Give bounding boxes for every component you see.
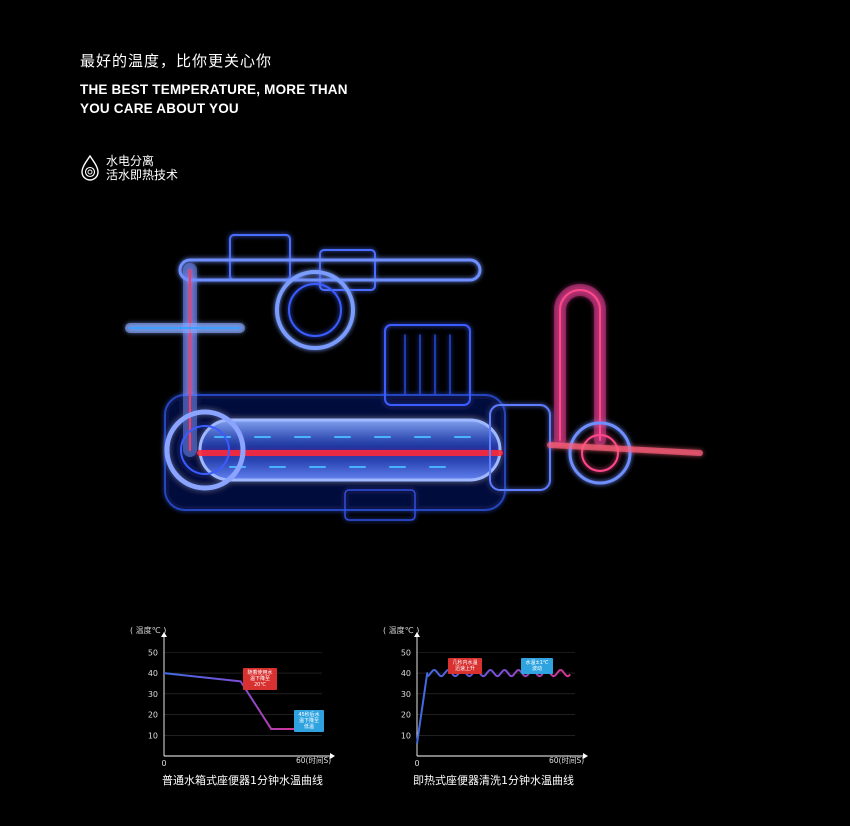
chart-instant-lines: [416, 669, 571, 744]
chart-tank-note-blue: 45秒后水温下降至低温: [294, 710, 324, 732]
chart-instant-y-arrow: [414, 632, 420, 637]
chart-instant-xtick-0: 0: [414, 759, 419, 768]
chart-instant-note-blue: 水温±1℃波动: [521, 658, 553, 674]
chart-instant-ylabel: ( 温度℃ ): [383, 626, 420, 635]
chart-tank-toilet: 50 40 30 20 10 0 ( 温度℃ ) 60(时间S) 随着使用水温下降至20℃…: [130, 625, 350, 795]
chart-instant-axes: [414, 632, 588, 759]
chart-tank-axes: [161, 632, 335, 759]
feature-water-electric-separation: 水电分离 活水即热技术: [80, 154, 178, 182]
chart-tank-svg: 50 40 30 20 10 0: [148, 632, 335, 768]
feature-line1: 水电分离: [106, 154, 155, 168]
headline-english-line1: THE BEST TEMPERATURE, MORE THAN: [80, 82, 348, 97]
chart-tank-ytick-1: 40: [148, 669, 158, 678]
chart-tank-ylabel: ( 温度℃ ): [130, 626, 167, 635]
chart-instant-toilet: 50 40 30 20 10 0 ( 温度℃ ) 60(时间S) 几秒内水温迅速上升 水温…: [383, 625, 603, 795]
chart-instant-svg: 50 40 30 20 10 0: [401, 632, 588, 768]
chart-instant-note-red: 几秒内水温迅速上升: [448, 658, 482, 674]
water-drop-icon: [81, 155, 99, 181]
chart-instant-x-arrow: [583, 753, 588, 759]
headline-english: THE BEST TEMPERATURE, MORE THAN YOU CARE…: [80, 80, 380, 118]
chart-tank-ytick-3: 20: [148, 711, 158, 720]
chart-tank-series-0: [163, 672, 297, 731]
chart-instant-ytick-0: 50: [401, 648, 411, 657]
headline-chinese: 最好的温度，比你更关心你: [80, 52, 273, 70]
chart-instant-ytick-4: 10: [401, 731, 411, 740]
chart-tank-y-arrow: [161, 632, 167, 637]
chart-instant-ticks: 50 40 30 20 10 0: [401, 648, 420, 768]
chart-tank-ytick-4: 10: [148, 731, 158, 740]
water-heater-illustration: [125, 234, 703, 521]
chart-instant-ytick-3: 20: [401, 711, 411, 720]
feature-line2: 活水即热技术: [106, 168, 179, 182]
chart-instant-ytick-2: 30: [401, 690, 411, 699]
chart-instant-ytick-1: 40: [401, 669, 411, 678]
chart-tank-ytick-0: 50: [148, 648, 158, 657]
chart-tank-lines: [163, 672, 297, 731]
chart-tank-ticks: 50 40 30 20 10 0: [148, 648, 167, 768]
chart-instant-caption: 即热式座便器清洗1分钟水温曲线: [413, 774, 574, 787]
chart-tank-ytick-2: 30: [148, 690, 158, 699]
chart-tank-x-arrow: [330, 753, 335, 759]
chart-instant-series-0: [416, 669, 571, 744]
chart-tank-xtick-0: 0: [161, 759, 166, 768]
chart-tank-note-red: 随着使用水温下降至20℃: [243, 668, 277, 690]
chart-tank-xlabel: 60(时间S): [296, 756, 332, 765]
chart-tank-caption: 普通水箱式座便器1分钟水温曲线: [162, 774, 323, 787]
headline-english-line2: YOU CARE ABOUT YOU: [80, 101, 239, 116]
chart-instant-xlabel: 60(时间S): [549, 756, 585, 765]
